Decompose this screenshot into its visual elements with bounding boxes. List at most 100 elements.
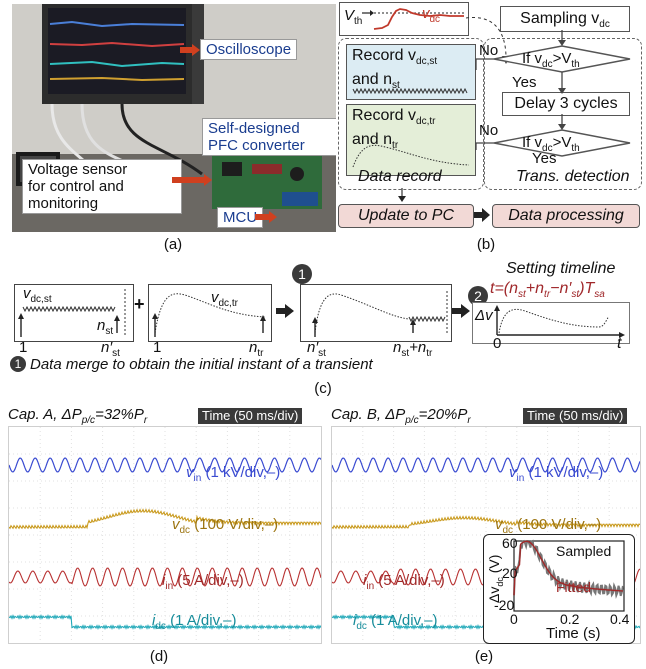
t-axis-label: t: [617, 335, 622, 352]
inset-xtick-0-2: 0.2: [560, 611, 580, 627]
inset-fitted-curve: [513, 540, 623, 596]
arrow-right-icon: [276, 304, 294, 318]
lab-setup-photo: Oscilloscope Self-designed PFC converter…: [12, 4, 336, 232]
scope-d-vdc-label: vdc (100 V/div,–): [172, 516, 279, 536]
n-st-plus-n-tr-label: nst+ntr: [393, 339, 433, 359]
arrow-icon: [180, 44, 200, 56]
record-st-line1: Record vdc,st: [352, 47, 438, 68]
n-tr-label: ntr: [249, 339, 264, 359]
delay-box: Delay 3 cycles: [502, 92, 630, 116]
oscilloscope-callout: Oscilloscope: [200, 39, 298, 60]
pfc-callout-line2: PFC converter: [208, 137, 305, 154]
inset-ytick-minus20: -20: [494, 597, 515, 613]
scope-e-idc-label: idc (1 A/div,–): [353, 612, 438, 632]
scope-d-title: Cap. A, ΔPp/c=32%Pr: [8, 406, 148, 426]
inset-chart: Δvdc (V) Time (s) 60 20 -20 0 0.2 0.4 Sa…: [483, 534, 635, 644]
index-one-label-2: 1: [153, 339, 162, 356]
yes-label-2: Yes: [532, 150, 557, 167]
transient-record-box: vdc,tr 1 ntr: [148, 284, 272, 359]
scope-e-vdc-label: vdc (100 V/div,–): [495, 516, 602, 536]
no-label-2: No: [479, 122, 499, 139]
threshold-waveform: [362, 8, 464, 30]
record-tr-line2: and ntr: [352, 131, 399, 152]
inset-plot: [513, 539, 625, 612]
inset-legend-fitted: Fitted: [556, 579, 592, 595]
inset-xlabel: Time (s): [546, 625, 601, 642]
panel-e-label: (e): [474, 648, 494, 665]
merge-note: Data merge to obtain the initial instant…: [30, 356, 373, 373]
panel-d-label: (d): [149, 648, 169, 665]
data-record-group: [338, 38, 484, 190]
mcu-callout: MCU: [217, 207, 264, 228]
zero-label: 0: [493, 335, 502, 352]
vdc-tr-label: vdc,tr: [211, 289, 238, 309]
inset-ytick-20: 20: [502, 565, 518, 581]
step-2-badge: 2: [468, 286, 488, 306]
steady-record-box: vdc,st 1 nst n′st: [14, 284, 134, 359]
pfc-callout-line1: Self-designed: [208, 120, 300, 137]
timeline-box: Δv 0 t: [472, 302, 630, 352]
sensor-callout-line1: Voltage sensor: [28, 161, 128, 178]
panel-a-label: (a): [163, 236, 183, 253]
scope-e-iin-label: iin (5 A/div,–): [363, 572, 445, 592]
arrow-right-icon: [474, 208, 490, 222]
inset-xtick-0-4: 0.4: [610, 611, 630, 627]
panel-b-label: (b): [476, 236, 496, 253]
decision-1-diamond: [493, 45, 631, 73]
merged-record-plot: [312, 291, 448, 337]
flowchart-panel: Vth vdc Sampling vdc Record vdc,st and n…: [336, 0, 646, 232]
scope-e-panel: Cap. B, ΔPp/c=20%Pr Time (50 ms/div) vin…: [323, 404, 646, 649]
n-prime-st-label-2: n′st: [307, 339, 326, 359]
steady-record-plot: [18, 289, 126, 337]
scope-d-iin-label: iin (5 A/div,–): [162, 572, 244, 592]
n-st-label: nst: [97, 317, 114, 337]
vdc-trace: [9, 508, 321, 530]
vth-label: Vth: [344, 7, 363, 27]
lab-photo-illustration: [12, 4, 336, 232]
threshold-thumbnail: Vth vdc: [339, 2, 469, 36]
arrow-right-icon: [452, 304, 470, 318]
record-st-line2: and nst: [352, 71, 400, 92]
transient-record-plot: [152, 293, 266, 337]
scope-d-traces: [9, 427, 321, 643]
flow-arrows: [398, 30, 566, 202]
n-prime-st-label: n′st: [101, 339, 120, 359]
vdc-label: vdc: [422, 5, 441, 25]
idc-trace: [9, 614, 321, 630]
delta-v-label: Δv: [475, 307, 493, 324]
yes-label-1: Yes: [512, 74, 537, 91]
iin-trace: [9, 567, 321, 587]
plus-sign: +: [134, 294, 145, 314]
sensor-callout-line2: for control and: [28, 178, 124, 195]
sensor-callout: Voltage sensor for control and monitorin…: [22, 159, 182, 214]
decision-2-text: If vdc>Vth: [522, 134, 580, 154]
record-tr-line1: Record vdc,tr: [352, 107, 436, 128]
sensor-callout-line3: monitoring: [28, 195, 99, 212]
no-label-1: No: [479, 42, 499, 59]
inset-legend-sampled: Sampled: [556, 543, 612, 559]
decision-2-diamond: [493, 129, 631, 157]
scope-d-vin-label: vin (1 kV/div,–): [186, 464, 281, 484]
inset-ytick-60: 60: [502, 535, 518, 551]
vdc-st-label: vdc,st: [23, 285, 52, 305]
merged-record-box: n′st nst+ntr: [300, 284, 452, 359]
scope-e-vin-label: vin (1 kV/div,–): [509, 464, 604, 484]
decision-1-text: If vdc>Vth: [522, 50, 580, 70]
vin-trace: [332, 457, 640, 473]
sampling-box: Sampling vdc: [500, 6, 630, 32]
steady-waveform: [352, 87, 468, 95]
timeline-formula: t=(nst+ntr−n′st)Tsa: [490, 280, 605, 301]
transient-waveform: [352, 144, 470, 168]
record-tr-box: Record vdc,tr and ntr: [346, 104, 476, 176]
arrow-icon: [172, 174, 212, 186]
scope-e-time: Time (50 ms/div): [523, 408, 628, 424]
data-processing-box: Data processing: [492, 204, 640, 228]
trans-detection-title: Trans. detection: [516, 168, 630, 185]
arrow-icon: [255, 211, 277, 223]
scope-d-screen: [8, 426, 322, 644]
scope-d-time: Time (50 ms/div): [198, 408, 303, 424]
timeline-plot: [494, 305, 625, 338]
timeline-title: Setting timeline: [506, 260, 616, 277]
scope-e-title: Cap. B, ΔPp/c=20%Pr: [331, 406, 471, 426]
pfc-callout: Self-designed PFC converter: [202, 118, 336, 156]
